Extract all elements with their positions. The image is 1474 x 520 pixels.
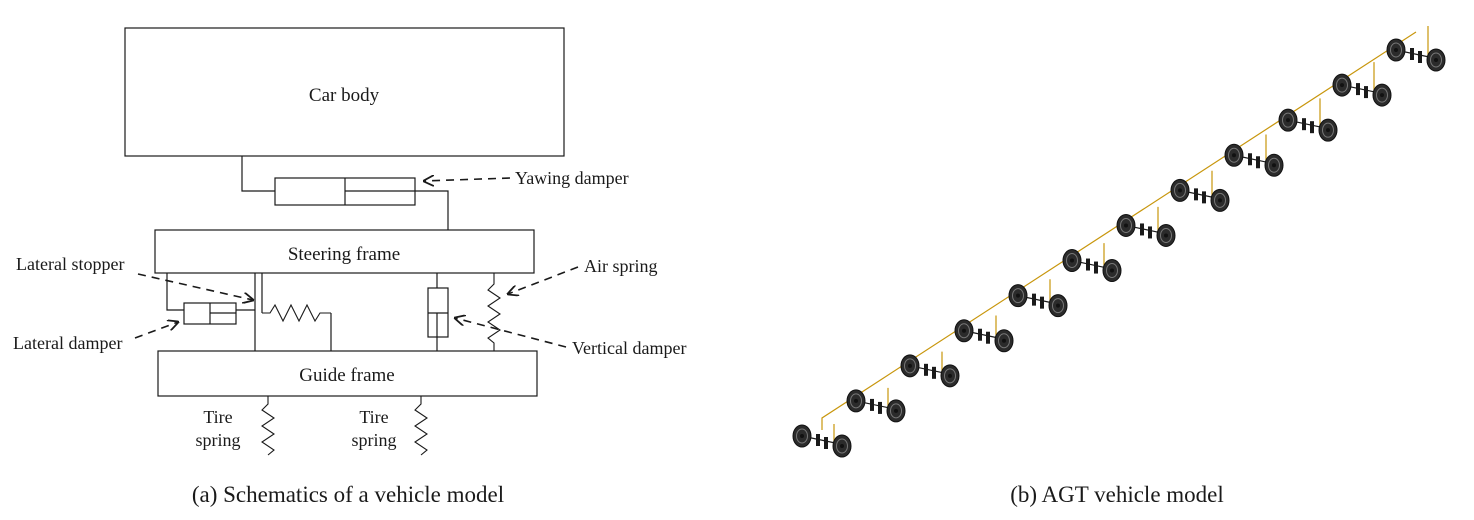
wheel-axle-assembly <box>1062 243 1122 283</box>
wheel-axle-assembly <box>1332 62 1392 107</box>
wheel-axle-assembly <box>900 351 960 388</box>
wheel-axle-assembly <box>1224 134 1284 177</box>
lateral-stopper-arrow <box>137 273 253 300</box>
tire-icon <box>1318 118 1338 142</box>
tire-spring-1 <box>261 396 275 456</box>
tire-spring-2 <box>414 396 428 456</box>
tire-icon <box>846 389 866 413</box>
tire-icon <box>1278 108 1298 132</box>
tire-icon <box>1386 38 1406 62</box>
tire-spring-2-label-line2: spring <box>352 430 397 450</box>
tire-icon <box>1264 153 1284 177</box>
steering-frame-label: Steering frame <box>288 244 400 265</box>
model-layer <box>792 26 1446 458</box>
lateral-damper-arrow <box>134 322 178 339</box>
air-spring <box>487 273 501 351</box>
tire-icon <box>1062 249 1082 273</box>
tire-icon <box>1210 188 1230 212</box>
steering-frame-box <box>154 229 535 274</box>
lateral-stopper-spring <box>262 303 331 323</box>
lateral-stopper-link <box>261 273 332 351</box>
tire-icon <box>886 399 906 423</box>
wheel-axle-assembly <box>1008 279 1068 318</box>
wheel-axle-assembly <box>1278 98 1338 142</box>
tire-icon <box>1224 143 1244 167</box>
lateral-damper <box>183 302 237 325</box>
tire-icon <box>1372 83 1392 107</box>
tire-spring-2-label-line1: Tire <box>359 407 388 427</box>
lateral-damper-link <box>166 273 256 351</box>
wheel-axle-assembly <box>954 315 1014 353</box>
guide-frame-box <box>157 350 538 397</box>
agt-vehicle-model: (b) AGT vehicle model <box>792 26 1446 507</box>
guide-frame-label: Guide frame <box>299 365 394 386</box>
vehicle-schematic: Car body Yawing damper Steering frame Gu… <box>13 27 686 507</box>
tire-icon <box>1116 213 1136 237</box>
tire-icon <box>1102 259 1122 283</box>
car-body-label: Car body <box>309 85 380 106</box>
tire-icon <box>940 364 960 388</box>
wheel-axle-assembly <box>792 424 852 458</box>
vertical-damper-arrow <box>455 318 567 348</box>
tire-icon <box>1170 178 1190 202</box>
yawing-damper-link-left <box>241 156 275 192</box>
vertical-damper <box>427 287 449 338</box>
model-caption: (b) AGT vehicle model <box>1010 482 1224 507</box>
air-spring-label: Air spring <box>584 256 658 276</box>
tire-icon <box>994 329 1014 353</box>
tire-icon <box>832 434 852 458</box>
vertical-damper-label: Vertical damper <box>572 338 686 358</box>
tire-icon <box>1426 48 1446 72</box>
lateral-stopper-label: Lateral stopper <box>16 254 124 274</box>
wheel-axle-assembly <box>846 387 906 423</box>
tire-icon <box>792 424 812 448</box>
wheel-axle-assembly <box>1170 170 1230 212</box>
tire-icon <box>1048 294 1068 318</box>
wheel-axle-assembly <box>1386 26 1446 72</box>
tire-icon <box>900 354 920 378</box>
yawing-damper-arrow <box>424 178 511 181</box>
yawing-damper <box>274 177 416 206</box>
tire-spring-1-label-line2: spring <box>196 430 241 450</box>
car-body-box <box>124 27 565 157</box>
lateral-damper-label: Lateral damper <box>13 333 122 353</box>
air-spring-arrow <box>508 266 579 294</box>
tire-icon <box>1332 73 1352 97</box>
schematic-caption: (a) Schematics of a vehicle model <box>192 482 504 507</box>
tire-icon <box>1156 223 1176 247</box>
tire-icon <box>954 319 974 343</box>
wheel-axle-assembly <box>1116 206 1176 247</box>
center-rail <box>821 31 1417 430</box>
tire-spring-1-label-line1: Tire <box>203 407 232 427</box>
yawing-damper-label: Yawing damper <box>515 168 629 188</box>
tire-icon <box>1008 284 1028 308</box>
yawing-damper-link-right <box>415 190 449 230</box>
